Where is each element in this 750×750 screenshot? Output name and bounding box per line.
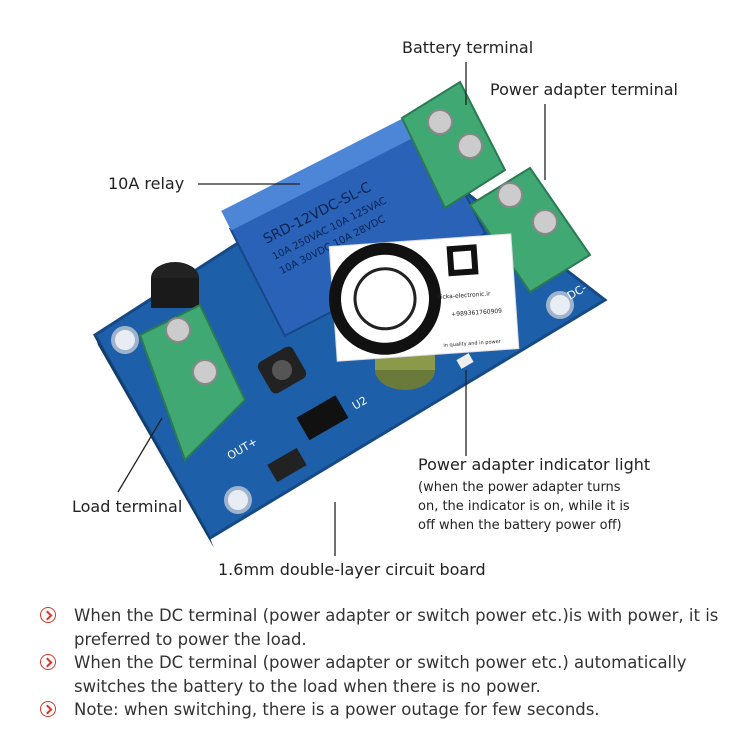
chevron-right-circle-icon [40,607,56,623]
feature-list: When the DC terminal (power adapter or s… [40,604,720,722]
mount-hole [111,326,139,354]
circuit-board-label: 1.6mm double-layer circuit board [218,560,486,579]
chevron-right-circle-icon [40,701,56,717]
battery-terminal-label: Battery terminal [402,38,534,57]
power-adapter-terminal-label: Power adapter terminal [490,80,678,99]
mount-hole [224,486,252,514]
feature-item: When the DC terminal (power adapter or s… [40,604,720,651]
feature-text: When the DC terminal (power adapter or s… [74,653,687,696]
indicator-note-line: on, the indicator is on, while it is [418,499,630,514]
indicator-note-line: off when the battery power off) [418,518,622,533]
sticker-phone: +989361760909 [451,308,502,319]
feature-item: When the DC terminal (power adapter or s… [40,651,720,698]
indicator-led [456,353,474,369]
sticker-tagline: in quality and in power [443,339,502,349]
relay-label: 10A relay [108,174,185,193]
feature-item: Note: when switching, there is a power o… [40,698,720,722]
indicator-note: (when the power adapter turns on, the in… [418,478,630,535]
indicator-light-label: Power adapter indicator light [418,455,651,474]
leader-lines [117,62,546,556]
load-terminal-label: Load terminal [72,497,183,516]
sticker-website: Sicka-electronic.ir [437,290,491,301]
feature-text: When the DC terminal (power adapter or s… [74,606,719,649]
load-terminal-block [138,303,247,462]
diode [267,447,307,483]
feature-text: Note: when switching, there is a power o… [74,700,600,719]
chevron-right-circle-icon [40,654,56,670]
indicator-note-line: (when the power adapter turns [418,480,621,495]
ic-chip [296,395,349,441]
watermark-sticker: Sicka-electronic.ir +989361760909 in qua… [328,233,520,362]
mount-hole [546,291,574,319]
relay: SRD-12VDC-SL-C 10A 250VAC 10A 125VAC 10A… [221,108,487,338]
power-adapter-terminal-block [468,166,592,294]
battery-terminal-block [400,80,507,210]
